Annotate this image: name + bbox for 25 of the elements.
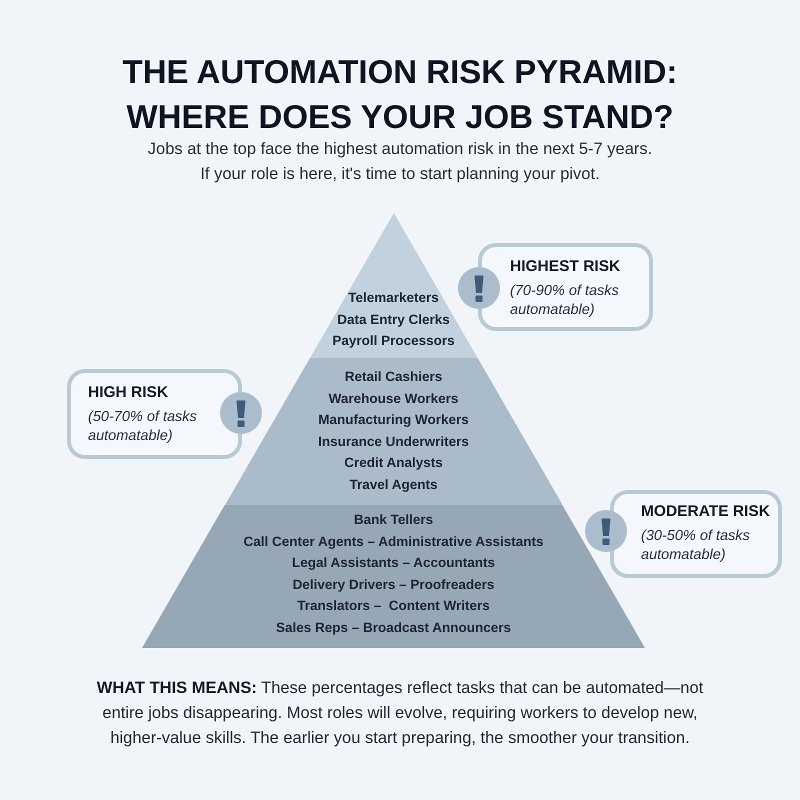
job-title: Telemarketers [348, 289, 439, 307]
job-title: Travel Agents [349, 476, 438, 494]
risk-percentage: (30-50% of tasks automatable) [641, 527, 751, 564]
note-paragraph: WHAT THIS MEANS: These percentages reflect tasks that can be automated—not entire jobs disappearing. Most roles will evolve, requiring workers to develop new, higher-value skills. The earlier you start preparing, the smoother your transition. [96, 678, 704, 748]
page-title: THE AUTOMATION RISK PYRAMID: WHERE DOES YOUR JOB STAND? [122, 52, 678, 137]
job-title: Warehouse Workers [328, 390, 458, 408]
job-title: Data Entry Clerks [337, 310, 450, 329]
pyramid-tier [224, 358, 562, 505]
job-title: Payroll Processors [332, 332, 455, 350]
job-title: Delivery Drivers – Proofreaders [292, 576, 494, 594]
job-title: Translators – Content Writers [297, 597, 490, 616]
risk-percentage: (50-70% of tasks automatable) [88, 408, 198, 445]
risk-heading: HIGH RISK [88, 383, 170, 402]
job-title: Retail Cashiers [344, 368, 442, 386]
job-title: Sales Reps – Broadcast Announcers [276, 618, 512, 637]
subtitle-text: Jobs at the top face the highest automation risk in the next 5-7 years. If your role is here, it's time to start planning your pivot. [146, 138, 654, 184]
job-title: Manufacturing Workers [318, 411, 469, 430]
risk-heading: HIGHEST RISK [510, 257, 622, 276]
job-title: Insurance Underwriters [318, 432, 469, 451]
job-title: Credit Analysts [344, 454, 443, 472]
job-title: Legal Assistants – Accountants [292, 554, 496, 572]
job-title: Call Center Agents – Administrative Assistants [243, 532, 544, 551]
risk-heading: MODERATE RISK [641, 502, 771, 521]
job-title: Bank Tellers [354, 511, 434, 529]
risk-percentage: (70-90% of tasks automatable) [510, 282, 620, 319]
